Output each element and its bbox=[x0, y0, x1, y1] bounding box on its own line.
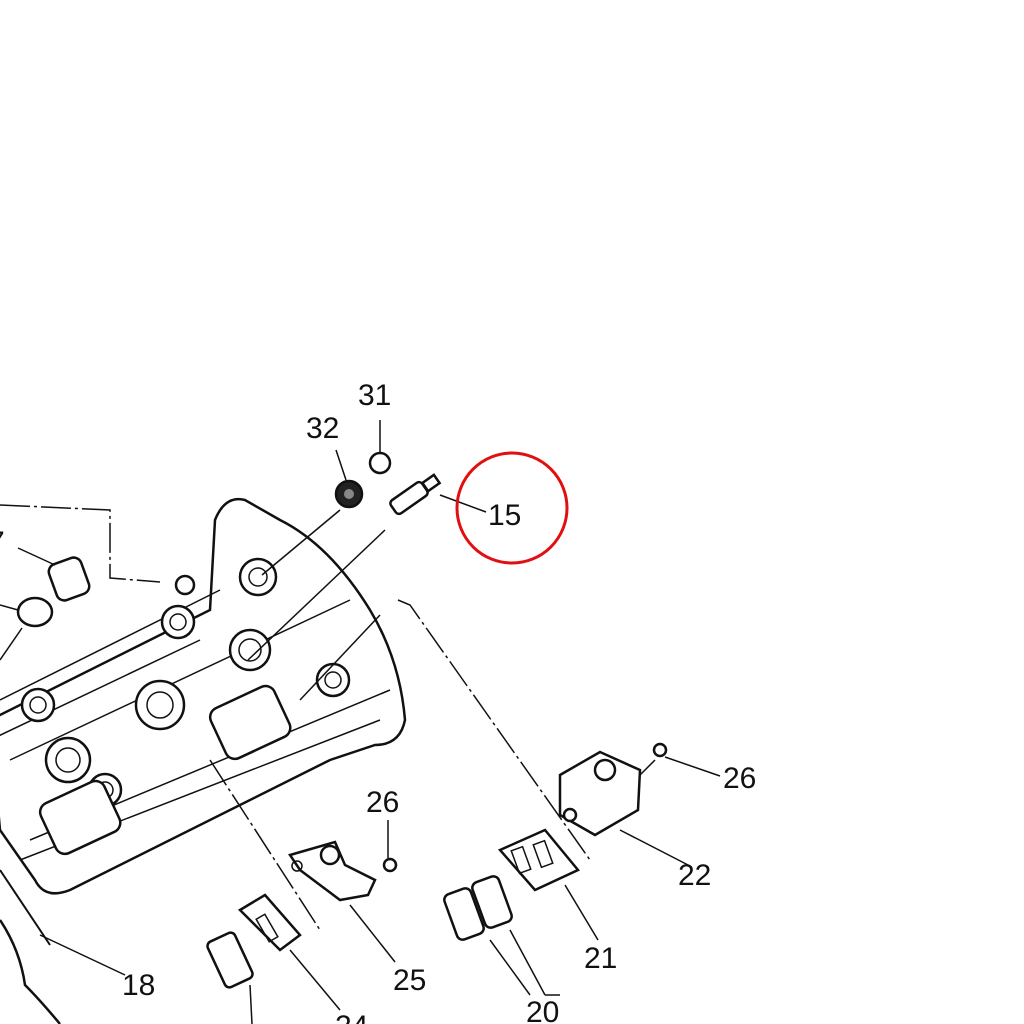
oil-filler-cap bbox=[47, 556, 91, 602]
label-21: 21 bbox=[584, 942, 617, 975]
label-25: 25 bbox=[393, 964, 426, 997]
label-15: 15 bbox=[488, 499, 521, 532]
label-26-lower: 26 bbox=[366, 786, 399, 819]
bolt-31 bbox=[368, 451, 392, 475]
label-32: 32 bbox=[306, 412, 339, 445]
bolt-26-lower bbox=[382, 857, 398, 873]
bolt-26 bbox=[652, 742, 668, 758]
label-22: 22 bbox=[678, 859, 711, 892]
plate-21 bbox=[497, 828, 580, 892]
label-24: 24 bbox=[335, 1010, 368, 1024]
highlight-circle bbox=[455, 451, 569, 565]
label-31: 31 bbox=[358, 379, 391, 412]
reed-valves-20 bbox=[443, 875, 513, 941]
sensor-15 bbox=[389, 473, 442, 516]
reed-24 bbox=[206, 931, 254, 989]
cylinder-head-cover bbox=[0, 497, 407, 895]
cover-22 bbox=[558, 750, 642, 837]
gasket bbox=[0, 919, 61, 1024]
label-20: 20 bbox=[526, 996, 559, 1024]
plate-24 bbox=[237, 893, 302, 952]
label-26-right: 26 bbox=[723, 762, 756, 795]
label-18: 18 bbox=[122, 969, 155, 1002]
label-7: 7 bbox=[0, 526, 5, 559]
o-ring bbox=[16, 596, 54, 628]
bracket-25 bbox=[288, 840, 377, 902]
